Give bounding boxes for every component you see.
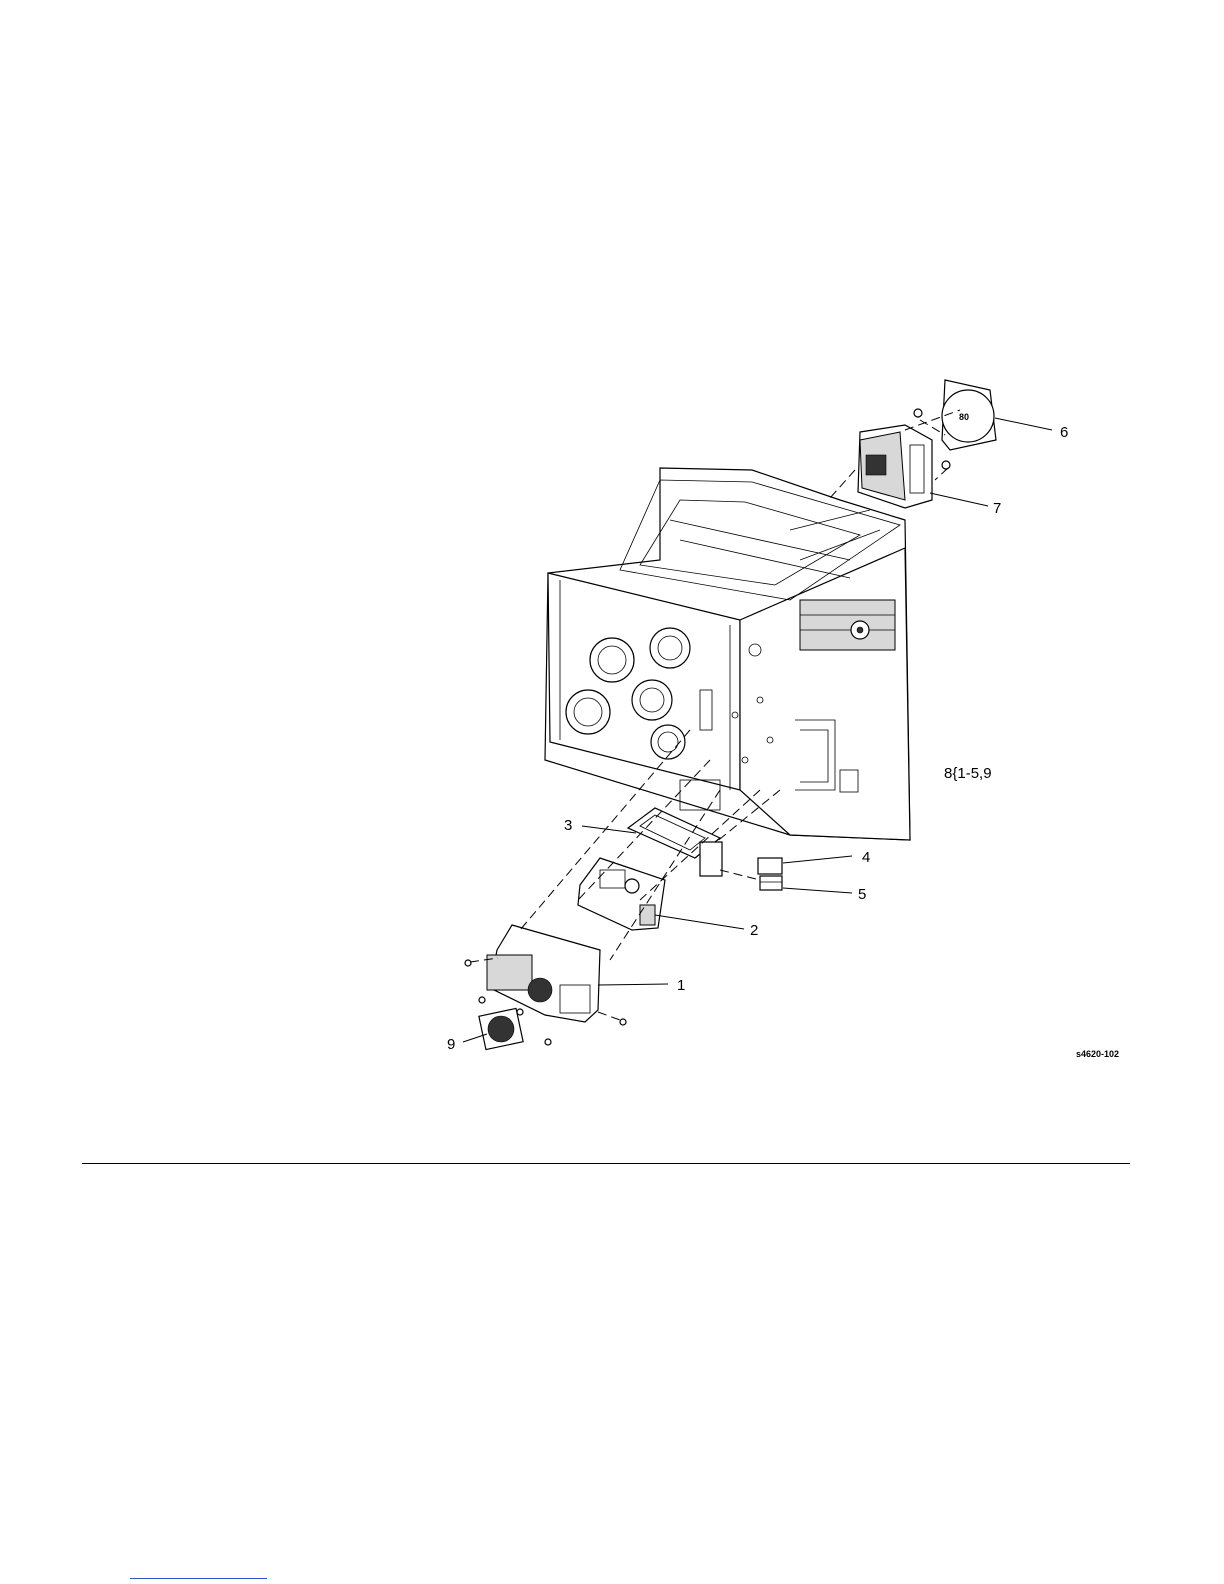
callout-5: 5 (858, 886, 866, 903)
callout-2: 2 (750, 922, 758, 939)
page-divider (82, 1163, 1130, 1164)
callout-9: 9 (447, 1036, 455, 1053)
figure-id: s4620-102 (1076, 1049, 1119, 1059)
part-7-board (858, 409, 950, 508)
part-marking: 80 (959, 412, 969, 422)
part-4-5-switch (700, 842, 782, 890)
part-9-fan (479, 1008, 523, 1049)
part-6-cover: 80 (942, 380, 996, 450)
callout-8: 8{1-5,9 (944, 765, 992, 782)
callout-1: 1 (677, 977, 685, 994)
callout-3: 3 (564, 817, 572, 834)
callout-6: 6 (1060, 424, 1068, 441)
printer-frame (545, 468, 910, 840)
callout-7: 7 (993, 500, 1001, 517)
part-2-psu-board (578, 858, 665, 930)
footer-link-underline[interactable] (130, 1578, 267, 1579)
callout-4: 4 (862, 849, 870, 866)
